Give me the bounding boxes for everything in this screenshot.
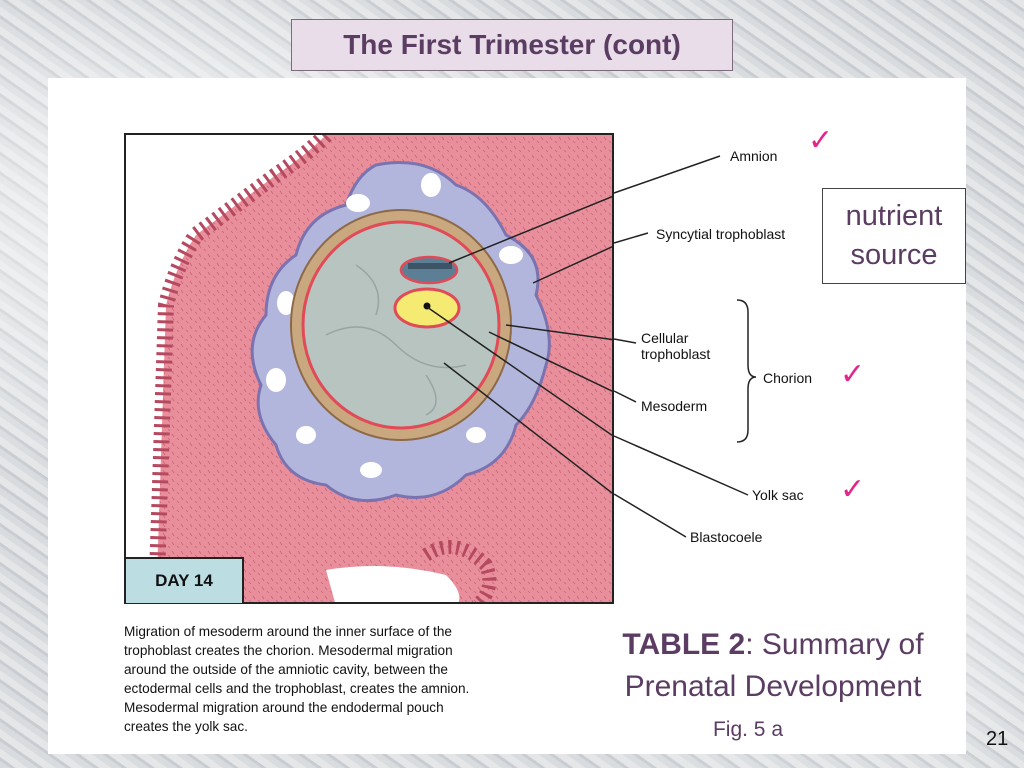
label-yolk-sac: Yolk sac — [752, 487, 804, 503]
nutrient-line2: source — [850, 239, 938, 271]
blastocoele-shape — [301, 220, 501, 430]
caption-line: around the outside of the amniotic cavit… — [124, 662, 448, 677]
caption-line: creates the yolk sac. — [124, 719, 248, 734]
caption-line: Migration of mesoderm around the inner s… — [124, 624, 452, 639]
uterine-lumen — [126, 135, 326, 602]
table-ref-bold: TABLE 2 — [622, 628, 746, 661]
check-mark-icon: ✓ — [808, 124, 834, 157]
nutrient-line1: nutrient — [845, 200, 943, 232]
label-syncytial-trophoblast: Syncytial trophoblast — [656, 226, 786, 242]
label-chorion: Chorion — [763, 370, 813, 386]
label-mesoderm: Mesoderm — [641, 398, 708, 414]
table-ref-line2: Prenatal Development — [624, 670, 922, 703]
embryo-drawing — [126, 135, 612, 602]
table-reference: TABLE 2: Summary of Prenatal Development — [598, 624, 948, 708]
label-cellular-trophoblast-line2: trophoblast — [641, 346, 711, 362]
day-label: DAY 14 — [126, 557, 244, 603]
check-mark-icon: ✓ — [840, 358, 866, 391]
nutrient-source-box: nutrient source — [822, 188, 966, 284]
table-ref-rest: : Summary of — [745, 628, 924, 661]
check-mark-icon: ✓ — [840, 473, 866, 506]
caption-line: Mesodermal migration around the endoderm… — [124, 700, 444, 715]
figure-caption: Migration of mesoderm around the inner s… — [124, 622, 544, 736]
label-blastocoele: Blastocoele — [690, 529, 763, 545]
slide-title: The First Trimester (cont) — [291, 19, 733, 71]
label-amnion: Amnion — [730, 148, 778, 164]
day14-embryo-illustration — [124, 133, 614, 604]
amnion-shape — [399, 255, 459, 285]
caption-line: ectodermal cells and the trophoblast, cr… — [124, 681, 470, 696]
figure-reference: Fig. 5 a — [712, 718, 784, 741]
label-cellular-trophoblast-line1: Cellular — [641, 330, 689, 346]
caption-line: trophoblast creates the chorion. Mesoder… — [124, 643, 453, 658]
page-number: 21 — [986, 728, 1009, 750]
